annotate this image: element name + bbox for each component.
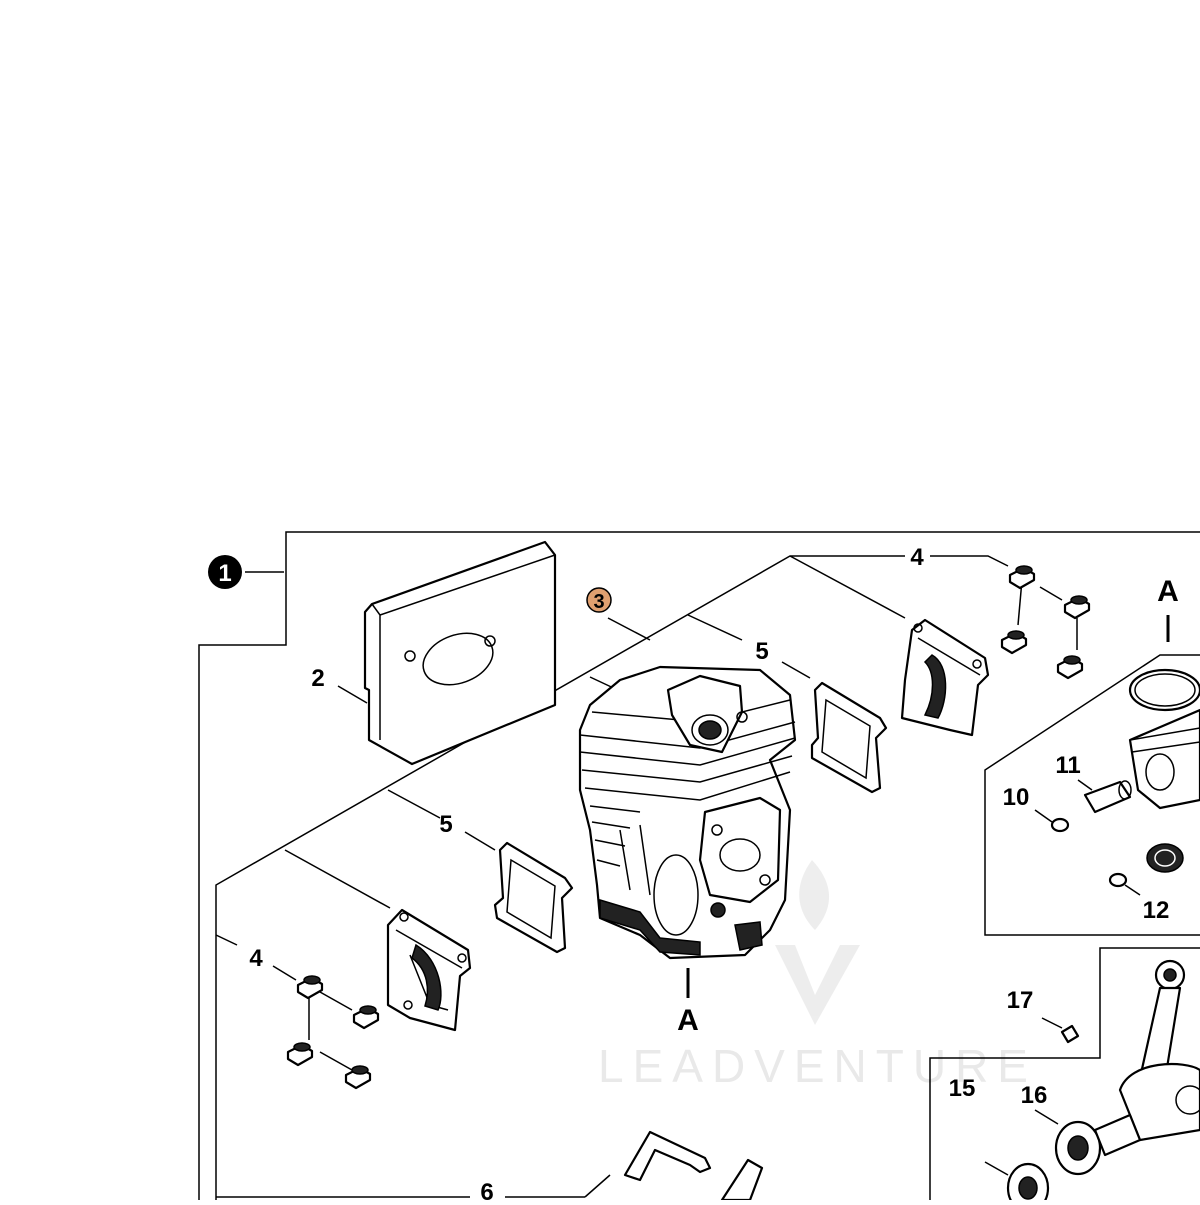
- cylinder-part: [578, 665, 797, 960]
- gasket-part-top: [810, 681, 888, 794]
- callout-5-left[interactable]: 5: [439, 811, 452, 838]
- callout-11[interactable]: 11: [1055, 752, 1080, 779]
- needle-bearing-part: [1146, 843, 1184, 873]
- gasket-plate-part: [363, 540, 557, 766]
- watermark-logo-icon: [775, 860, 860, 1025]
- section-letter-top-right: A: [1157, 575, 1179, 608]
- section-letters: A A: [677, 575, 1179, 1037]
- screws-left: [286, 975, 380, 1090]
- callout-5-top[interactable]: 5: [755, 638, 768, 665]
- callout-17[interactable]: 17: [1007, 987, 1034, 1014]
- callout-4-top[interactable]: 4: [910, 544, 924, 571]
- callouts: 2 4 4 5 5 6 10 11 12 15 16 17: [249, 544, 1170, 1205]
- connecting-rod-part: [1093, 959, 1200, 1157]
- cylinder-marker-number: 3: [593, 591, 604, 613]
- callout-2[interactable]: 2: [311, 665, 324, 692]
- main-marker-number: 1: [218, 560, 231, 587]
- bearing-16-part: [1054, 1120, 1102, 1176]
- key-part: [1060, 1024, 1080, 1044]
- cylinder-marker[interactable]: 3: [586, 587, 612, 613]
- bearing-15-part: [1006, 1162, 1050, 1205]
- screws-top: [1000, 565, 1091, 680]
- callout-15[interactable]: 15: [949, 1075, 976, 1102]
- callout-12[interactable]: 12: [1143, 897, 1170, 924]
- callout-4-left[interactable]: 4: [249, 945, 263, 972]
- callout-16[interactable]: 16: [1021, 1082, 1048, 1109]
- intake-part-top: [900, 618, 990, 737]
- callout-6[interactable]: 6: [480, 1179, 493, 1205]
- callout-10[interactable]: 10: [1003, 784, 1030, 811]
- watermark-text: LEADVENTURE: [598, 1040, 1037, 1092]
- pin-ring-part: [1050, 817, 1128, 888]
- intake-part-left: [386, 908, 472, 1032]
- main-assembly-marker: 1: [208, 555, 242, 589]
- section-letter-cylinder: A: [677, 1004, 699, 1037]
- piston-ring-part: [1128, 668, 1200, 712]
- gasket-part-left: [493, 841, 574, 954]
- leader-lines: [215, 555, 1170, 1176]
- piston-part: [1128, 708, 1200, 810]
- watermark: LEADVENTURE: [598, 860, 1037, 1092]
- bracket-part: [623, 1130, 764, 1202]
- wrist-pin-part: [1083, 780, 1132, 814]
